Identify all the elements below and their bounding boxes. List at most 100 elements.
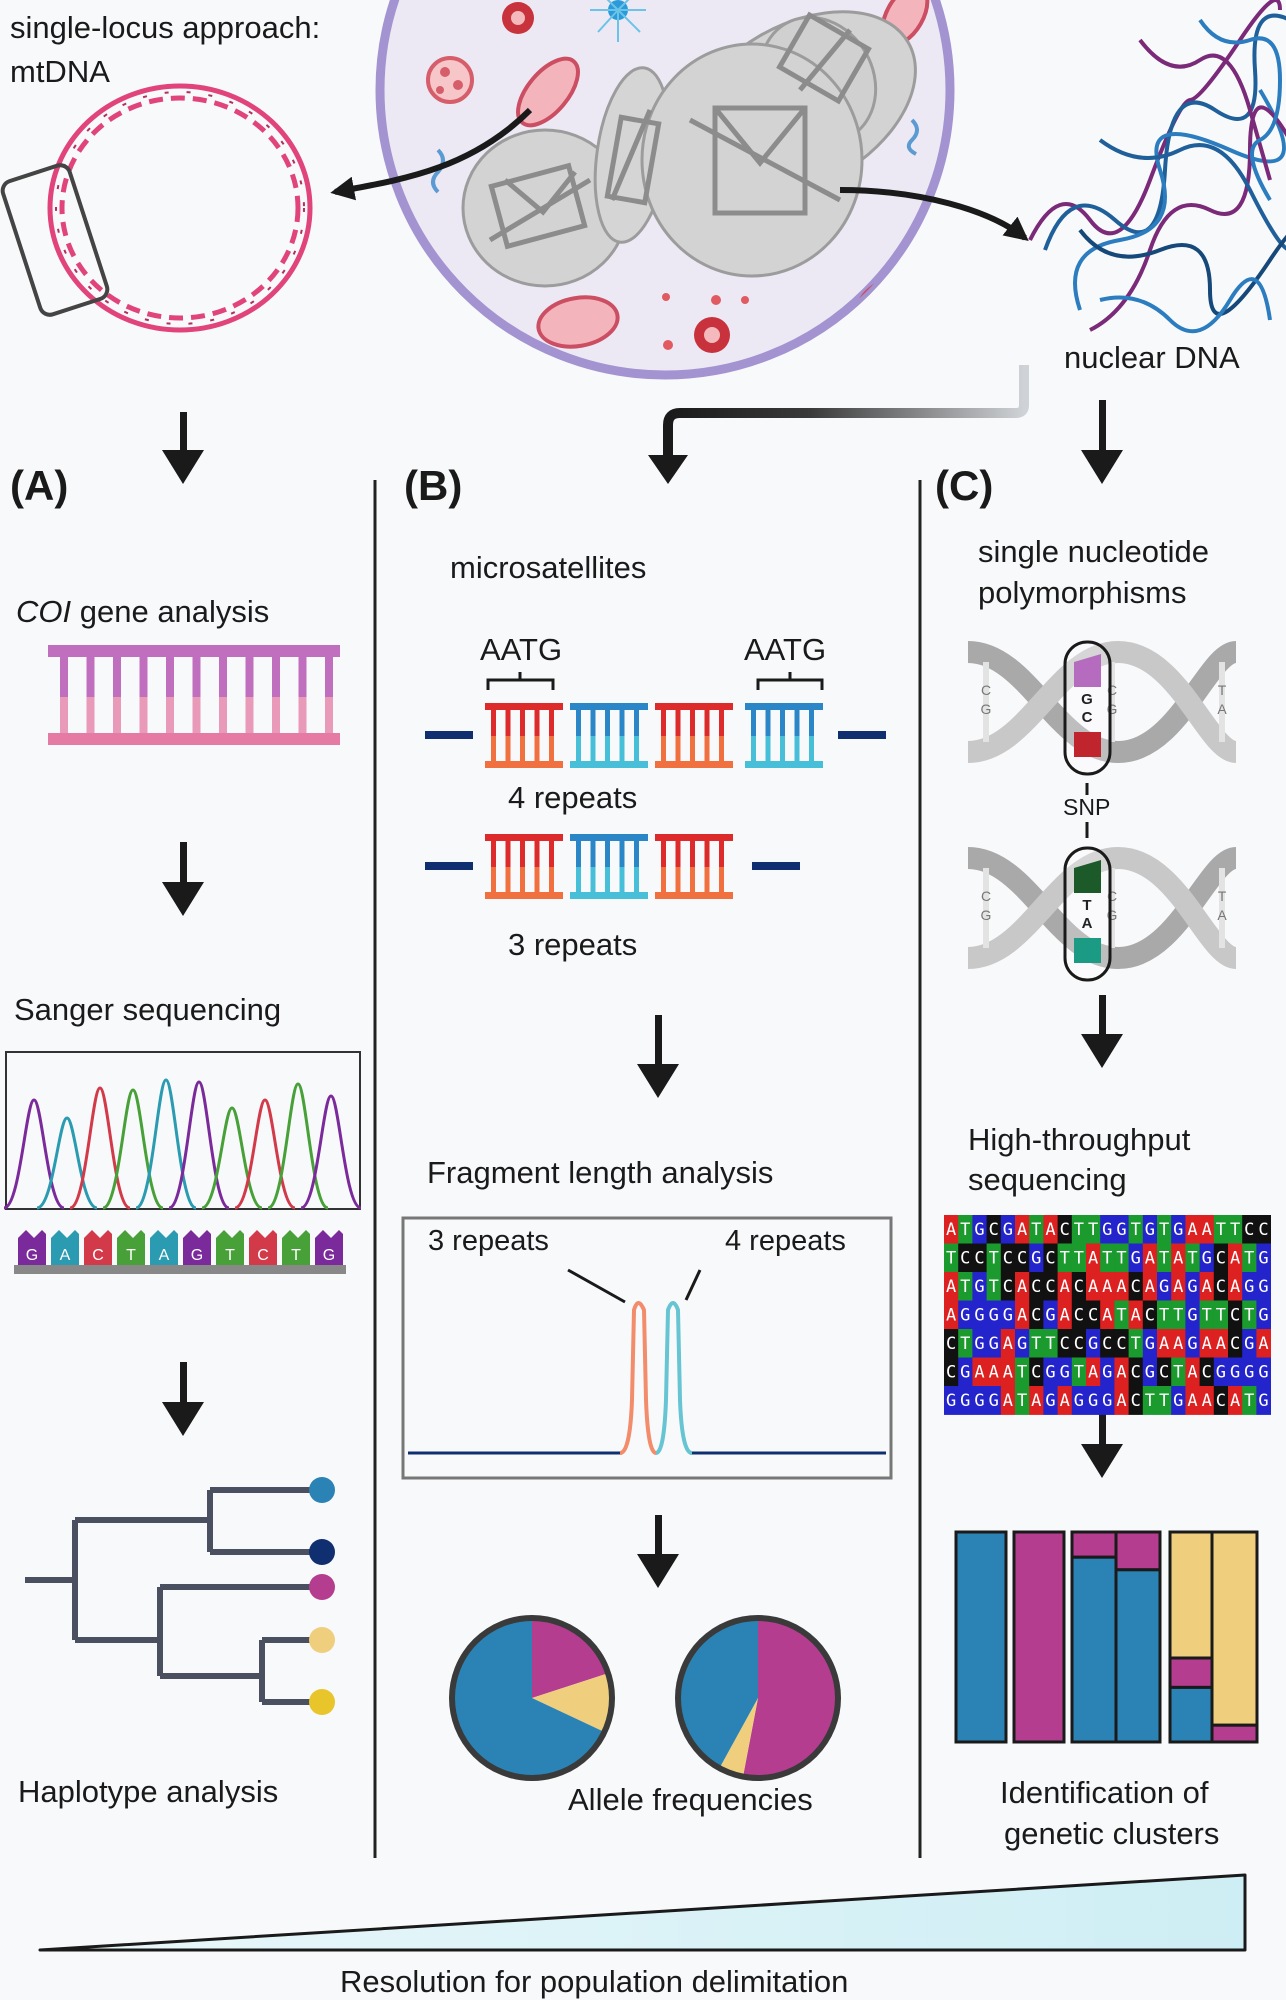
cluster-segment bbox=[1070, 1530, 1118, 1559]
resolution-label: Resolution for population delimitation bbox=[340, 1964, 848, 1999]
sequence-base: T bbox=[1173, 1306, 1183, 1326]
haplotype-label: Haplotype analysis bbox=[18, 1774, 278, 1809]
sequence-base: A bbox=[1230, 1277, 1240, 1297]
arrow-to-mtdna bbox=[330, 107, 533, 201]
sequence-base: T bbox=[1116, 1249, 1126, 1269]
sequence-base: T bbox=[960, 1277, 970, 1297]
snp-label: SNP bbox=[1063, 794, 1110, 820]
sequence-base: A bbox=[974, 1363, 984, 1383]
sequence-base: A bbox=[1159, 1334, 1169, 1354]
sequence-base: G bbox=[1045, 1391, 1055, 1411]
svg-text:G: G bbox=[1081, 691, 1093, 708]
sequence-base: G bbox=[1102, 1363, 1112, 1383]
cluster-segment bbox=[1012, 1530, 1066, 1744]
sequence-base: G bbox=[1088, 1334, 1098, 1354]
sequence-base: C bbox=[946, 1334, 956, 1354]
chromatogram-peak bbox=[69, 1086, 131, 1210]
base-tag bbox=[84, 1230, 112, 1265]
cluster-segment bbox=[1168, 1656, 1214, 1689]
cluster-segment bbox=[1114, 1530, 1162, 1572]
sequence-base: C bbox=[1074, 1306, 1084, 1326]
base-tag bbox=[18, 1230, 46, 1265]
haplotype-dot bbox=[309, 1539, 335, 1565]
hts-label-line1: High-throughput bbox=[968, 1122, 1191, 1157]
sequence-base: C bbox=[1230, 1306, 1240, 1326]
sequence-base: T bbox=[1074, 1249, 1084, 1269]
sequence-base: G bbox=[1230, 1363, 1240, 1383]
base-letter: G bbox=[191, 1247, 203, 1264]
svg-text:C: C bbox=[1082, 709, 1093, 726]
sequence-base: G bbox=[1173, 1391, 1183, 1411]
sequence-base: A bbox=[1102, 1306, 1112, 1326]
sequence-base: G bbox=[1258, 1363, 1268, 1383]
repeat-row-3 bbox=[425, 834, 800, 899]
sequence-base: C bbox=[1131, 1391, 1141, 1411]
sequence-base: A bbox=[946, 1277, 956, 1297]
sequence-base: T bbox=[989, 1249, 999, 1269]
snp-label-line1: single nucleotide bbox=[978, 534, 1209, 569]
sequence-base: T bbox=[1145, 1391, 1155, 1411]
cluster-segment bbox=[1168, 1685, 1214, 1744]
sequence-base: G bbox=[960, 1306, 970, 1326]
sequence-base: T bbox=[1045, 1334, 1055, 1354]
sequence-base: G bbox=[1187, 1334, 1197, 1354]
sequence-base: G bbox=[1187, 1277, 1197, 1297]
sequence-base: A bbox=[946, 1220, 956, 1240]
flow-arrows bbox=[162, 400, 1123, 1588]
sequence-base: G bbox=[989, 1306, 999, 1326]
sequence-base: A bbox=[1187, 1391, 1197, 1411]
chromatogram-peak bbox=[3, 1098, 65, 1210]
svg-text:C: C bbox=[981, 682, 991, 698]
sequence-base: C bbox=[1003, 1277, 1013, 1297]
sequence-base: C bbox=[1258, 1220, 1268, 1240]
sequence-base: A bbox=[1116, 1363, 1126, 1383]
sequence-base: G bbox=[1244, 1277, 1254, 1297]
base-tag bbox=[183, 1230, 211, 1265]
pie-slice bbox=[743, 1618, 838, 1778]
sequence-base: G bbox=[1202, 1249, 1212, 1269]
sequence-base: T bbox=[946, 1249, 956, 1269]
single-locus-label-line2: mtDNA bbox=[10, 54, 110, 89]
coi-gene-ladder bbox=[48, 645, 340, 745]
sequence-base: C bbox=[1031, 1277, 1041, 1297]
sequence-base: T bbox=[960, 1334, 970, 1354]
chromatogram-peak bbox=[267, 1082, 329, 1210]
sequence-base: A bbox=[946, 1306, 956, 1326]
cluster-segment bbox=[1070, 1555, 1118, 1744]
sequence-base: A bbox=[1202, 1277, 1212, 1297]
sequence-base: G bbox=[974, 1391, 984, 1411]
sequence-base: G bbox=[1244, 1363, 1254, 1383]
nuclear-dna-label: nuclear DNA bbox=[1064, 340, 1240, 375]
sequence-base: A bbox=[1031, 1391, 1041, 1411]
sequence-base: T bbox=[989, 1277, 999, 1297]
sequence-base: T bbox=[1216, 1306, 1226, 1326]
sequence-base: A bbox=[1060, 1277, 1070, 1297]
sequence-base: A bbox=[1202, 1391, 1212, 1411]
sequence-base: G bbox=[1145, 1334, 1155, 1354]
sequence-base: G bbox=[1258, 1306, 1268, 1326]
fragment-plot: 3 repeats 4 repeats bbox=[401, 1216, 893, 1480]
sequence-base: A bbox=[1216, 1334, 1226, 1354]
peak-label-left: 3 repeats bbox=[428, 1225, 549, 1257]
panel-a: (A) COI gene analysis Sanger sequencing … bbox=[3, 462, 362, 1809]
sequence-base: A bbox=[1088, 1249, 1098, 1269]
cluster-segment bbox=[1210, 1723, 1259, 1744]
sequence-base: C bbox=[1202, 1363, 1212, 1383]
sequence-base: G bbox=[1244, 1334, 1254, 1354]
sequence-base: G bbox=[1159, 1277, 1169, 1297]
sequence-base: T bbox=[1159, 1391, 1169, 1411]
sequence-base: C bbox=[1088, 1306, 1098, 1326]
hts-label-line2: sequencing bbox=[968, 1162, 1127, 1197]
svg-text:G: G bbox=[981, 907, 992, 923]
sequence-base: C bbox=[1060, 1334, 1070, 1354]
svg-text:A: A bbox=[1217, 701, 1227, 717]
sequence-base: G bbox=[974, 1277, 984, 1297]
chromatogram-peak bbox=[36, 1116, 98, 1210]
sequence-base: T bbox=[1173, 1363, 1183, 1383]
sequence-base: A bbox=[1017, 1277, 1027, 1297]
chromatogram-peak bbox=[102, 1088, 164, 1210]
base-letter: A bbox=[159, 1247, 170, 1264]
